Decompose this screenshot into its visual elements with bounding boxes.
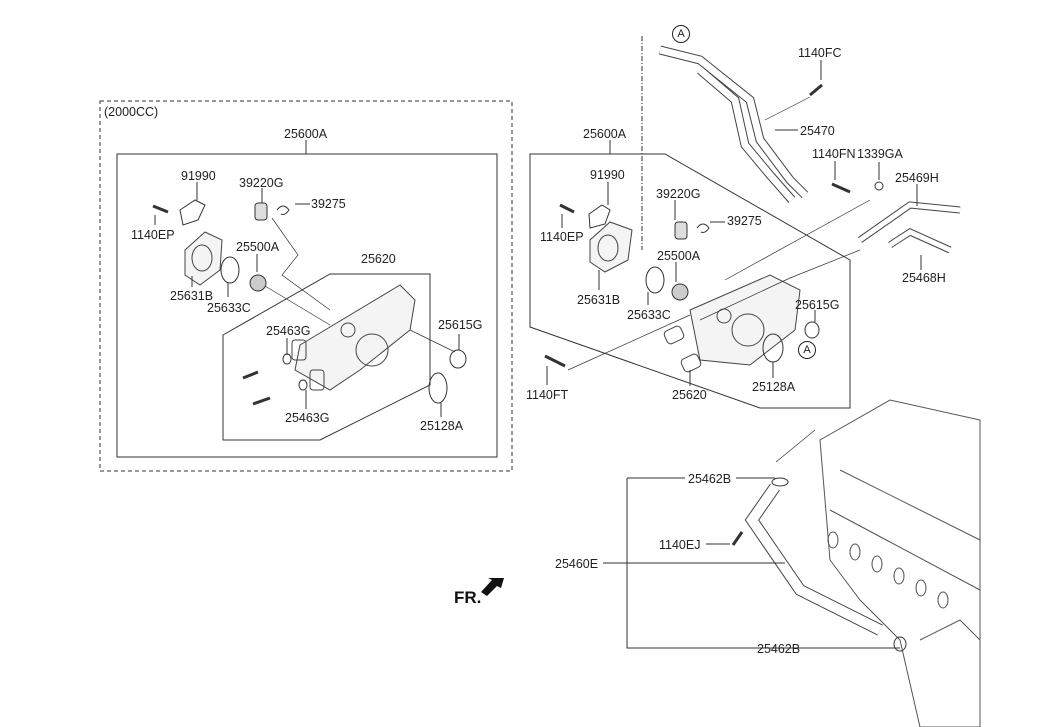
hose-25468h-shape	[888, 228, 952, 254]
part-label-25500a-left[interactable]: 25500A	[236, 240, 280, 254]
left-thermostat	[249, 274, 267, 292]
right-gasket-25633c	[645, 266, 665, 294]
part-label-25631b-right[interactable]: 25631B	[577, 293, 621, 307]
part-label-25463g-upper[interactable]: 25463G	[266, 324, 311, 338]
right-bolt	[559, 203, 575, 214]
left-gasket-25615g	[449, 349, 467, 369]
left-housing-group	[222, 273, 431, 441]
part-label-91990-right[interactable]: 91990	[590, 168, 625, 182]
left-cover-shape	[184, 231, 223, 286]
variant-box	[99, 100, 513, 472]
part-label-1339ga[interactable]: 1339GA	[857, 147, 903, 161]
left-oring-upper	[282, 353, 292, 365]
part-label-25469h[interactable]: 25469H	[895, 171, 939, 185]
engine-block-shape	[819, 399, 981, 727]
left-gasket-25128a	[428, 372, 448, 404]
left-housing-shape	[291, 284, 416, 391]
part-label-25128a-right[interactable]: 25128A	[752, 380, 796, 394]
right-assembly-box	[529, 153, 851, 409]
right-bolt-1140ft	[544, 354, 566, 368]
part-label-1140fc[interactable]: 1140FC	[798, 46, 842, 60]
callout-a-bottom: A	[798, 341, 816, 359]
hose-25469h-shape	[857, 201, 961, 243]
pipe-25470-shape	[658, 45, 809, 203]
part-label-25620-left[interactable]: 25620	[361, 252, 396, 266]
part-label-39220g-left[interactable]: 39220G	[239, 176, 284, 190]
part-label-1140fn[interactable]: 1140FN	[812, 147, 856, 161]
right-cover-shape	[589, 221, 633, 273]
front-direction-label: FR.	[454, 588, 482, 607]
part-label-25470[interactable]: 25470	[800, 124, 835, 138]
left-clip	[276, 205, 290, 215]
part-label-25462b-bottom[interactable]: 25462B	[757, 642, 801, 656]
part-label-39275-left[interactable]: 39275	[311, 197, 346, 211]
bolt-1140fc	[809, 83, 823, 97]
pipe-25460e-shape	[744, 483, 883, 636]
bolt-1140ej	[731, 531, 744, 546]
left-bracket	[179, 199, 206, 226]
part-label-91990-left[interactable]: 91990	[181, 169, 216, 183]
part-label-25633c-right[interactable]: 25633C	[627, 308, 671, 322]
part-label-25600a-right[interactable]: 25600A	[583, 127, 627, 141]
right-clip	[696, 223, 710, 233]
callout-a-top: A	[672, 25, 690, 43]
part-label-25128a-left[interactable]: 25128A	[420, 419, 464, 433]
variant-label: (2000CC)	[104, 105, 159, 119]
part-label-25460e[interactable]: 25460E	[555, 557, 599, 571]
right-gasket-25615g	[804, 321, 820, 339]
part-label-39275-right[interactable]: 39275	[727, 214, 762, 228]
bolt-1140fn	[831, 182, 851, 194]
oring-25462b-bottom	[893, 636, 907, 652]
part-label-25631b-left[interactable]: 25631B	[170, 289, 214, 303]
part-label-25620-right[interactable]: 25620	[672, 388, 707, 402]
left-sensor	[254, 202, 268, 221]
oring-25462b-top	[771, 477, 789, 487]
left-gasket-25633c	[220, 256, 240, 284]
part-label-1140ep-right[interactable]: 1140EP	[540, 230, 584, 244]
part-label-39220g-right[interactable]: 39220G	[656, 187, 701, 201]
front-arrow-icon	[481, 578, 504, 596]
part-label-25615g-right[interactable]: 25615G	[795, 298, 840, 312]
part-label-25600a-left[interactable]: 25600A	[284, 127, 328, 141]
part-label-1140ep-left[interactable]: 1140EP	[131, 228, 175, 242]
part-label-25468h[interactable]: 25468H	[902, 271, 946, 285]
part-label-25463g-lower[interactable]: 25463G	[285, 411, 330, 425]
right-bracket	[588, 204, 611, 229]
right-housing-shape	[663, 274, 801, 373]
part-label-25615g-left[interactable]: 25615G	[438, 318, 483, 332]
part-label-25500a-right[interactable]: 25500A	[657, 249, 701, 263]
right-sensor	[674, 221, 688, 240]
left-bolt	[152, 204, 169, 214]
left-oring-lower	[298, 379, 308, 391]
part-label-1140ej[interactable]: 1140EJ	[659, 538, 701, 552]
part-label-25462b-top[interactable]: 25462B	[688, 472, 732, 486]
right-thermostat	[671, 283, 689, 301]
part-label-25633c-left[interactable]: 25633C	[207, 301, 251, 315]
part-label-1140ft[interactable]: 1140FT	[526, 388, 569, 402]
nut-1339ga	[874, 181, 884, 191]
left-assembly-box	[116, 153, 498, 458]
